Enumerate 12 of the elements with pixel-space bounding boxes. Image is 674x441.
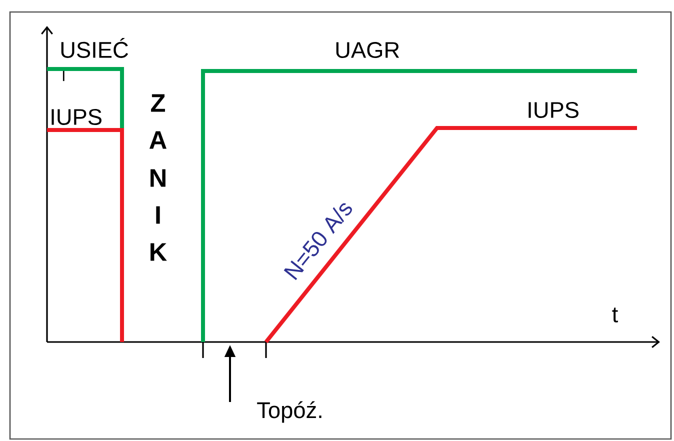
gap-letter: K [150, 243, 167, 261]
curve-label: IUPS [52, 108, 102, 126]
curve-label: IUPS [528, 102, 578, 118]
gap-letter: I [156, 206, 160, 224]
gap-letter: N [150, 169, 166, 187]
gap-letter: Z [151, 94, 165, 112]
curve-label: USIEĆ [61, 38, 128, 58]
curve-label: UAGR [336, 42, 400, 58]
delay-label: Topóź. [257, 401, 322, 423]
axis-label: t [612, 308, 618, 322]
gap-letter: A [149, 131, 166, 149]
curve-label: I [62, 70, 64, 82]
